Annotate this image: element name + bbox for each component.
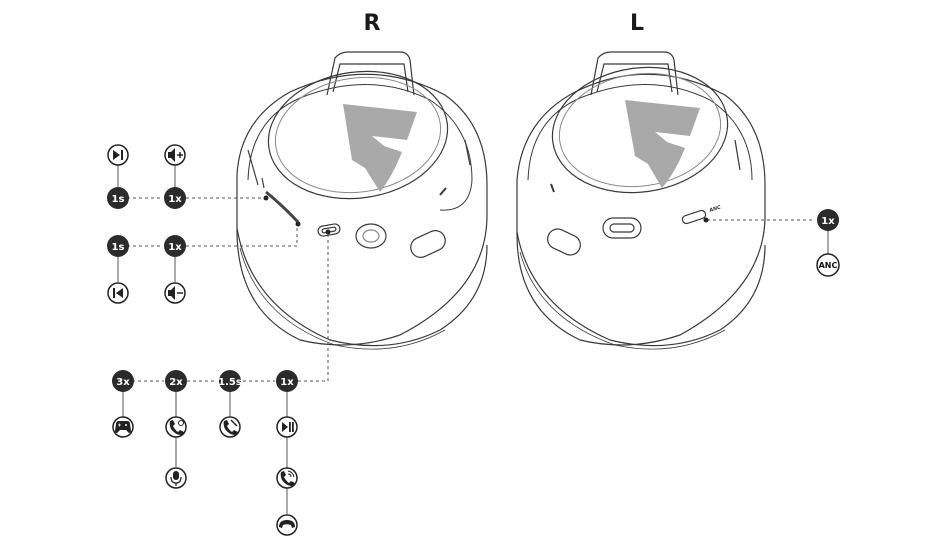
microphone-icon [165,467,187,489]
badge-double-2x: 2x [165,370,187,392]
left-side-label: L [630,11,644,36]
svg-text:1x: 1x [280,377,294,388]
left-plate [551,66,729,194]
volume-down-icon [164,282,186,304]
right-volume-rocker [265,190,300,224]
phone-redial-icon [165,416,187,438]
anc-anchor-dot [703,217,709,223]
connector-lines [127,197,814,382]
right-aux-jack [355,223,387,249]
svg-text:1x: 1x [821,216,835,227]
right-mic-grille [410,230,446,258]
vol-down-anchor-dot [295,221,301,227]
left-mic-grille [547,228,581,256]
badge-vol-up-1x: 1x [164,187,186,209]
badge-prev-1s: 1s [107,235,129,257]
gamepad-icon [112,416,134,438]
earcup-anc-text: ANC [708,204,722,214]
end-call-icon [276,514,298,536]
right-usb-port [317,223,341,237]
left-usb-port [602,217,642,239]
left-headband [590,51,679,96]
right-cup-shell [236,73,488,346]
badge-triple-3x: 3x [112,370,134,392]
next-track-icon [107,144,129,166]
left-earcup [516,51,766,350]
vol-up-anchor-dot [263,195,269,201]
svg-text:1.5s: 1.5s [218,377,242,388]
left-anc-button [681,209,707,225]
svg-text:3x: 3x [116,377,130,388]
svg-text:1s: 1s [112,242,125,253]
badge-long-1-5s: 1.5s [218,370,242,392]
right-headband [326,51,415,96]
reject-call-icon [219,416,241,438]
badge-single-1x: 1x [276,370,298,392]
previous-track-icon [107,282,129,304]
badge-play-pause-1s: 1s [107,187,129,209]
play-pause-icon [276,416,298,438]
answer-call-icon [276,467,298,489]
volume-up-icon [164,144,186,166]
svg-text:2x: 2x [169,377,183,388]
right-logo-mark [343,104,417,192]
connector-stems [117,165,829,514]
badge-anc-1x: 1x [817,209,839,231]
left-logo-mark [625,100,700,188]
badge-vol-down-1x: 1x [164,235,186,257]
svg-text:1x: 1x [168,242,182,253]
usb-anchor-dot [325,229,331,235]
right-plate [267,70,449,200]
anc-icon: ANC [816,253,840,277]
svg-text:1x: 1x [168,194,182,205]
right-side-label: R [364,11,381,36]
svg-text:ANC: ANC [819,261,838,270]
right-earcup [236,51,488,350]
svg-text:1s: 1s [112,194,125,205]
